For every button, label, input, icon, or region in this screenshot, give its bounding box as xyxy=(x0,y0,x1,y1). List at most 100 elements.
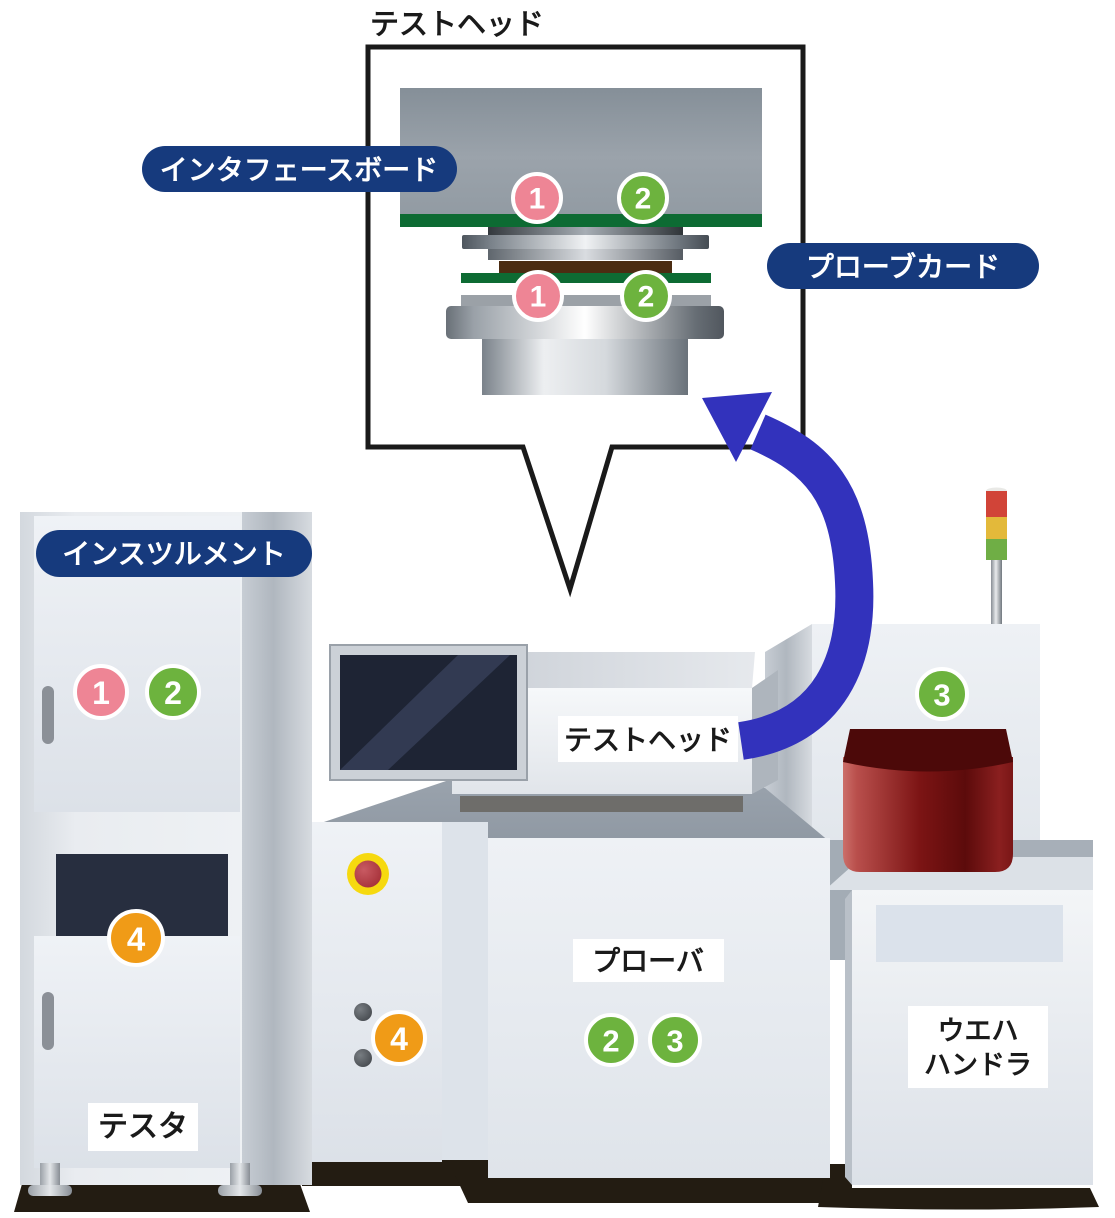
stack-bar-gray xyxy=(461,295,711,306)
badge-number: 2 xyxy=(638,281,655,314)
badge-number: 2 xyxy=(602,1024,619,1059)
badge-number: 4 xyxy=(127,921,146,958)
badge-number: 2 xyxy=(164,675,182,711)
pill-box xyxy=(36,530,312,577)
signal-tower-yellow xyxy=(986,517,1007,539)
label-prober: プローバ xyxy=(573,939,724,982)
probe-card-pcb xyxy=(461,273,711,283)
badge-number: 1 xyxy=(530,281,547,314)
zoom-arrow xyxy=(702,392,874,760)
test-head-plate xyxy=(460,796,743,812)
pill-box xyxy=(767,243,1039,289)
head-block xyxy=(400,88,762,214)
instrument-text: インスツルメント xyxy=(62,539,285,570)
badge-number: 1 xyxy=(92,675,110,711)
monitor-screen-sheen xyxy=(340,655,510,770)
prober-main-front xyxy=(488,838,830,1178)
stack-ring xyxy=(446,306,724,339)
arrow-band xyxy=(737,414,874,760)
pill-box xyxy=(142,146,457,192)
prober-text: プローバ xyxy=(592,946,704,977)
badge-circle xyxy=(915,667,969,721)
badge-prober-2: 2 xyxy=(584,1013,638,1067)
badge-circle xyxy=(107,909,165,967)
badge-prober-3: 3 xyxy=(648,1013,702,1067)
wafer-handler-text-1: ウエハ xyxy=(938,1016,1019,1046)
label-test-head: テストヘッド xyxy=(558,716,738,762)
cassette-top xyxy=(843,729,1013,772)
badge-circle xyxy=(620,270,672,322)
tester-cabinet: インスツルメント 1 2 4 テスタ xyxy=(20,512,312,1196)
badge-circle xyxy=(511,172,563,224)
badge-circle xyxy=(584,1013,638,1067)
badge-circle xyxy=(371,1010,427,1066)
badge-number: 3 xyxy=(933,678,950,713)
foot-stem xyxy=(40,1163,60,1189)
label-wafer-handler: ウエハ ハンドラ xyxy=(908,1006,1048,1088)
inset-title: テストヘッド xyxy=(370,9,544,41)
interface-board-text: インタフェースボード xyxy=(160,155,439,186)
cassette-front xyxy=(843,757,1013,872)
stack-bar-wide xyxy=(462,235,709,249)
prober-mid-strip xyxy=(442,822,488,1160)
interface-board-pcb xyxy=(400,214,762,227)
signal-tower-green xyxy=(986,539,1007,560)
label-tester: テスタ xyxy=(88,1103,198,1151)
badge-number: 4 xyxy=(390,1021,408,1057)
inset-callout: テストヘッド 1 2 1 xyxy=(142,9,1039,598)
test-head-text: テストヘッド xyxy=(564,725,732,756)
badge-inset-bottom-1: 1 xyxy=(512,270,564,322)
tester-side xyxy=(242,512,312,1185)
emergency-stop-button xyxy=(347,853,389,895)
foot-base xyxy=(218,1185,262,1196)
wafer-handler: 3 ウエハ ハンドラ xyxy=(765,487,1093,1185)
label-interface-board-pill: インタフェースボード xyxy=(142,146,457,192)
handler-slot xyxy=(876,905,1063,962)
badge-number: 2 xyxy=(635,183,652,216)
badge-number: 3 xyxy=(666,1024,683,1059)
prober-main-shadow xyxy=(455,1175,866,1203)
badge-handler-3: 3 xyxy=(915,667,969,721)
interface-board-stack xyxy=(400,88,762,227)
arrow-head xyxy=(702,392,772,462)
test-head-unit: テストヘッド xyxy=(452,652,778,812)
handler-cabinet-side xyxy=(845,890,852,1185)
wafer-handler-text-2: ハンドラ xyxy=(924,1050,1032,1080)
signal-tower-icon xyxy=(986,487,1007,630)
prober: 4 テストヘッド プローバ 2 3 xyxy=(312,652,830,1178)
badge-inset-top-1: 1 xyxy=(511,172,563,224)
label-box xyxy=(558,716,738,762)
probe-card-text: プローブカード xyxy=(806,251,1000,283)
estop-button xyxy=(354,860,382,888)
label-instrument-pill: インスツルメント xyxy=(36,530,312,577)
foot-base xyxy=(28,1185,72,1196)
badge-circle xyxy=(512,270,564,322)
badge-prober-4: 4 xyxy=(371,1010,427,1066)
badge-circle xyxy=(648,1013,702,1067)
badge-circle xyxy=(145,664,201,720)
handler-shadow xyxy=(818,1164,1099,1210)
upper-door-handle xyxy=(42,686,54,744)
badge-circle xyxy=(617,172,669,224)
badge-inset-top-2: 2 xyxy=(617,172,669,224)
foot-stem xyxy=(230,1163,250,1189)
badge-tester-4: 4 xyxy=(107,909,165,967)
signal-tower-pole xyxy=(991,556,1002,630)
label-box xyxy=(573,939,724,982)
badge-number: 1 xyxy=(529,183,546,216)
label-probe-card-pill: プローブカード xyxy=(767,243,1039,289)
stack-bar-dark xyxy=(488,227,683,236)
label-box xyxy=(908,1006,1048,1088)
lower-door-handle xyxy=(42,992,54,1050)
wafer-cassette xyxy=(843,729,1013,872)
panel-knob xyxy=(354,1049,372,1067)
label-box xyxy=(88,1103,198,1151)
tester-feet xyxy=(28,1163,262,1196)
badge-tester-1: 1 xyxy=(73,664,129,720)
prober-monitor xyxy=(329,644,528,781)
badge-circle xyxy=(73,664,129,720)
badge-inset-bottom-2: 2 xyxy=(620,270,672,322)
stack-cylinder xyxy=(482,339,688,395)
